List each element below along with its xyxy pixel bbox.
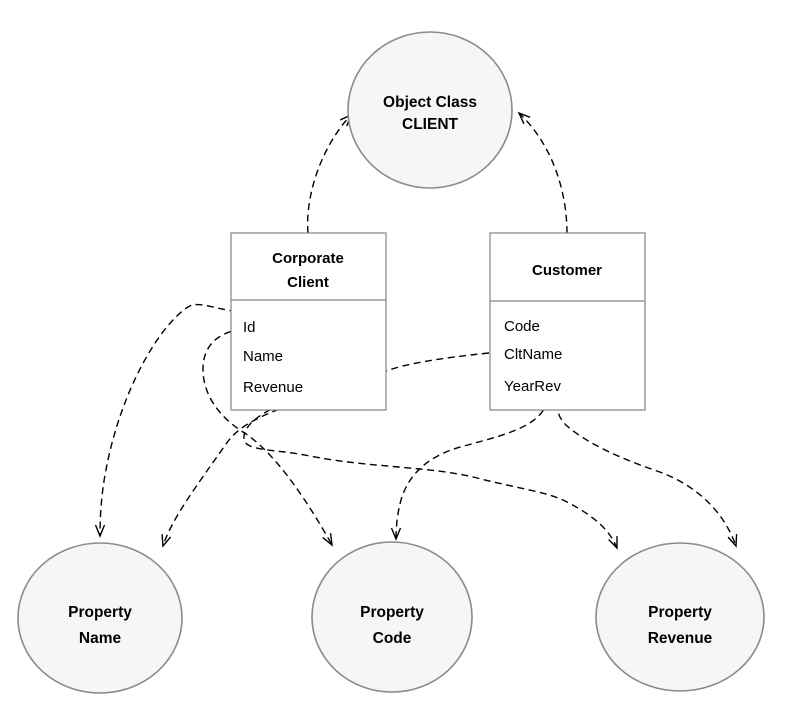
edge-corporate-to-client: [306, 113, 353, 234]
corporate-client-title-line2: Client: [287, 274, 329, 291]
property-code-label-line2: Code: [373, 630, 412, 647]
corporate-client-title-line1: Corporate: [272, 250, 344, 267]
property-revenue-circle: [595, 542, 765, 692]
customer-rect: [489, 232, 646, 411]
customer-box: Customer Code CltName YearRev: [489, 232, 646, 411]
attribute-id: Id: [243, 319, 256, 336]
property-code-circle: [311, 541, 473, 693]
property-code-label-line1: Property: [360, 604, 424, 621]
edge-customer-to-client: [517, 111, 568, 234]
property-name-label-line2: Name: [79, 630, 122, 647]
attribute-name: Name: [243, 348, 283, 365]
attribute-yearrev: YearRev: [504, 378, 561, 395]
property-name-circle: [17, 542, 183, 694]
attribute-cltname: CltName: [504, 346, 562, 363]
property-revenue-label-line2: Revenue: [648, 630, 713, 647]
attribute-code: Code: [504, 318, 540, 335]
edge-id-to-property-code: [202, 328, 333, 547]
edge-revenue-to-property-revenue: [243, 395, 618, 550]
object-class-label-line1: Object Class: [383, 94, 477, 111]
property-name-label-line1: Property: [68, 604, 132, 621]
attribute-revenue: Revenue: [243, 379, 303, 396]
property-name-node: Property Name: [17, 542, 183, 694]
property-code-node: Property Code: [311, 541, 473, 693]
property-revenue-node: Property Revenue: [595, 542, 765, 692]
object-class-label-line2: CLIENT: [402, 116, 459, 133]
property-revenue-label-line1: Property: [648, 604, 712, 621]
object-class-circle: [347, 31, 513, 189]
object-class-client-node: Object Class CLIENT: [347, 31, 513, 189]
customer-title: Customer: [532, 262, 602, 279]
edge-yearrev-to-property-revenue: [556, 390, 738, 548]
corporate-client-rect: [230, 232, 387, 411]
corporate-client-box: Corporate Client Id Name Revenue: [230, 232, 387, 411]
